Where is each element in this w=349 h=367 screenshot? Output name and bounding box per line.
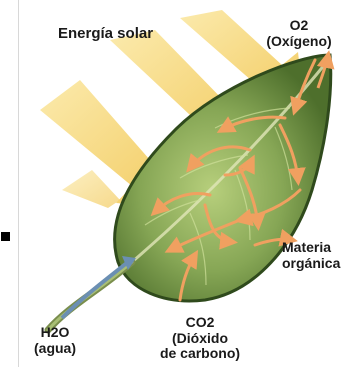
flow-arrow-icon [62,256,136,318]
water-label: H2O (agua) [30,325,80,356]
organic-matter-label: Materia orgánica [282,240,349,271]
oxygen-label: O2 (Oxígeno) [256,18,342,49]
co2-label: CO2 (Dióxido de carbono) [150,315,250,362]
solar-energy-label: Energía solar [58,26,153,43]
